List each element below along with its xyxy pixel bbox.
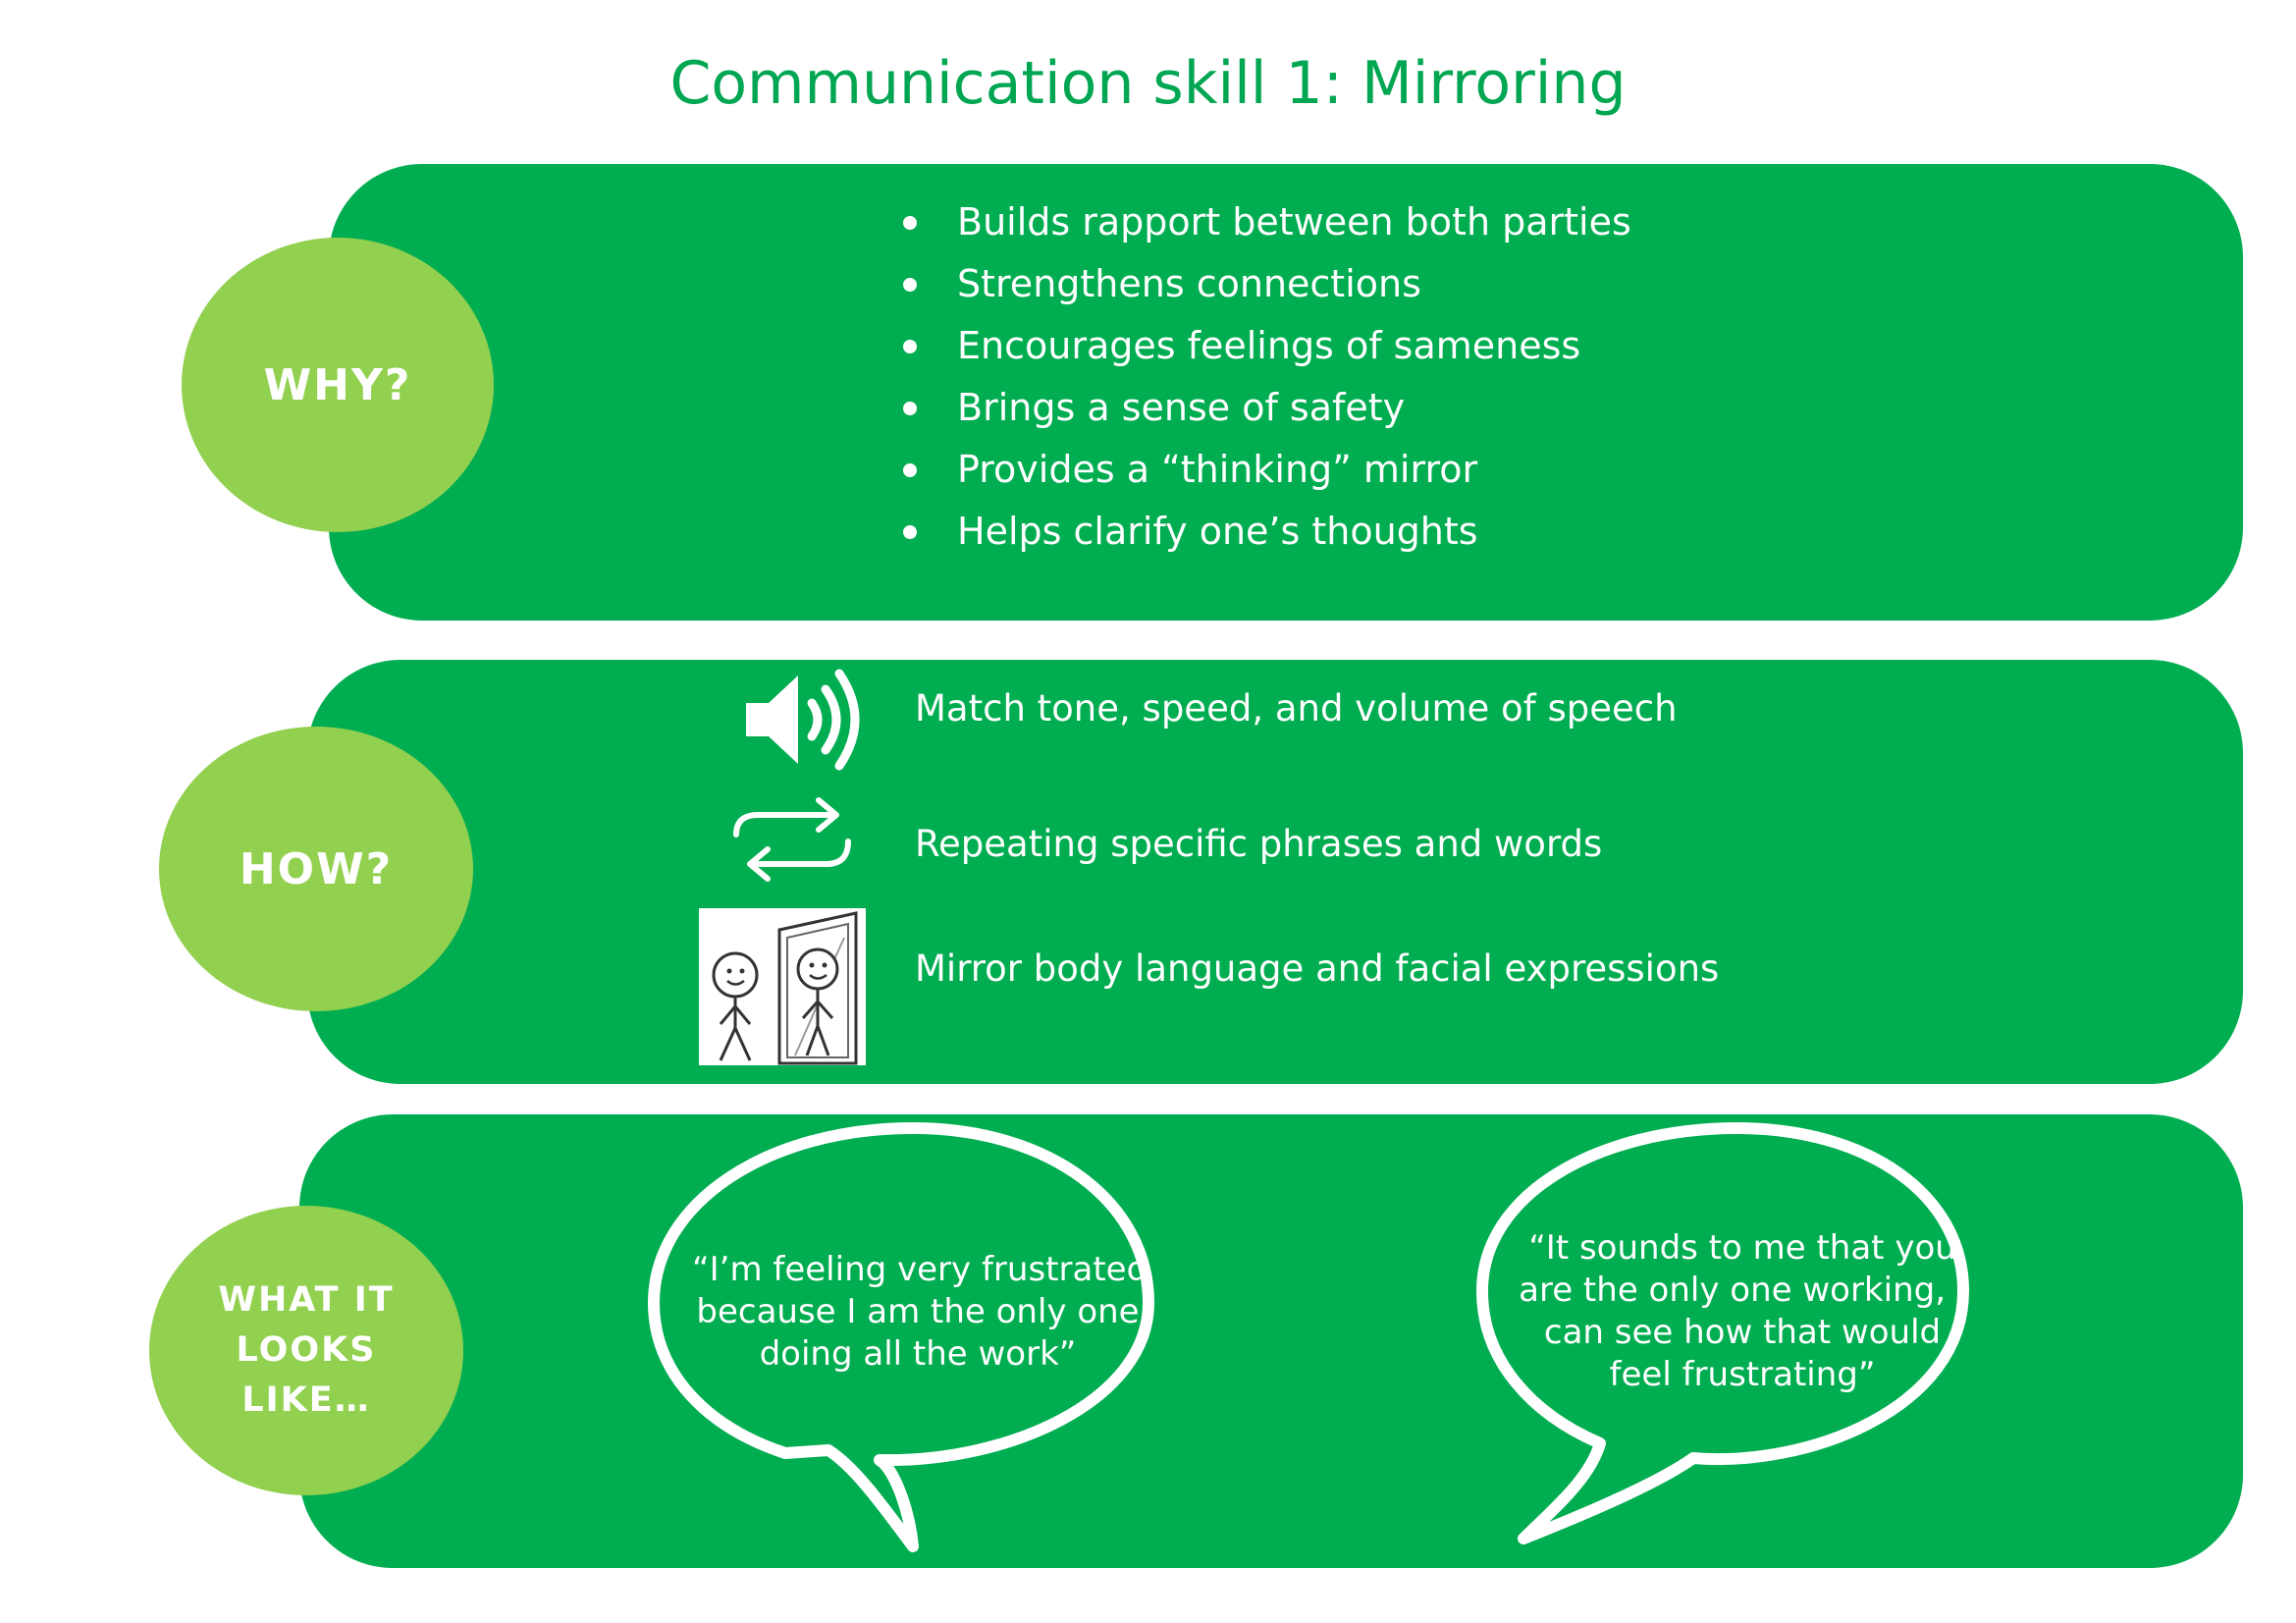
why-panel bbox=[329, 164, 2243, 621]
how-label: HOW? bbox=[239, 843, 394, 894]
speech-bubble-left bbox=[648, 1122, 1154, 1552]
speaker-icon bbox=[746, 669, 860, 771]
why-bullet-list: Builds rapport between both parties Stre… bbox=[903, 191, 1631, 563]
looks-like-label-line: WHAT IT bbox=[218, 1280, 395, 1320]
how-circle: HOW? bbox=[159, 727, 473, 1011]
quote-line: “I’m feeling very frustrated bbox=[692, 1250, 1148, 1289]
quote-line: doing all the work” bbox=[759, 1334, 1077, 1374]
looks-like-label-line: LIKE… bbox=[241, 1380, 371, 1420]
quote-line: are the only one working, I bbox=[1519, 1271, 1966, 1310]
list-item: Brings a sense of safety bbox=[903, 377, 1631, 439]
speech-bubble-left-text: “I’m feeling very frustrated because I a… bbox=[692, 1249, 1148, 1376]
quote-line: feel frustrating” bbox=[1609, 1355, 1876, 1394]
how-panel bbox=[307, 660, 2243, 1084]
quote-line: can see how that would bbox=[1543, 1313, 1942, 1352]
quote-line: “It sounds to me that you bbox=[1528, 1228, 1956, 1268]
quote-line: because I am the only one bbox=[696, 1292, 1140, 1331]
looks-like-label: WHAT IT LOOKS LIKE… bbox=[218, 1275, 394, 1426]
why-circle: WHY? bbox=[182, 238, 494, 532]
list-item: Encourages feelings of sameness bbox=[903, 315, 1631, 377]
list-item: Builds rapport between both parties bbox=[903, 191, 1631, 253]
list-item: Provides a “thinking” mirror bbox=[903, 439, 1631, 501]
speech-bubble-right-text: “It sounds to me that you are the only o… bbox=[1512, 1227, 1973, 1396]
stick-figure-mirror-icon bbox=[699, 908, 866, 1065]
looks-like-circle: WHAT IT LOOKS LIKE… bbox=[149, 1206, 463, 1495]
list-item: Strengthens connections bbox=[903, 253, 1631, 315]
looks-like-label-line: LOOKS bbox=[236, 1330, 377, 1370]
page-title: Communication skill 1: Mirroring bbox=[669, 49, 1627, 118]
list-item: Helps clarify one’s thoughts bbox=[903, 501, 1631, 563]
repeat-arrows-icon bbox=[733, 797, 851, 882]
how-item-body: Mirror body language and facial expressi… bbox=[915, 947, 1720, 990]
speech-bubble-right bbox=[1476, 1122, 1969, 1544]
how-item-repeat: Repeating specific phrases and words bbox=[915, 823, 1603, 865]
how-item-speech: Match tone, speed, and volume of speech bbox=[915, 687, 1678, 730]
why-label: WHY? bbox=[263, 359, 412, 410]
